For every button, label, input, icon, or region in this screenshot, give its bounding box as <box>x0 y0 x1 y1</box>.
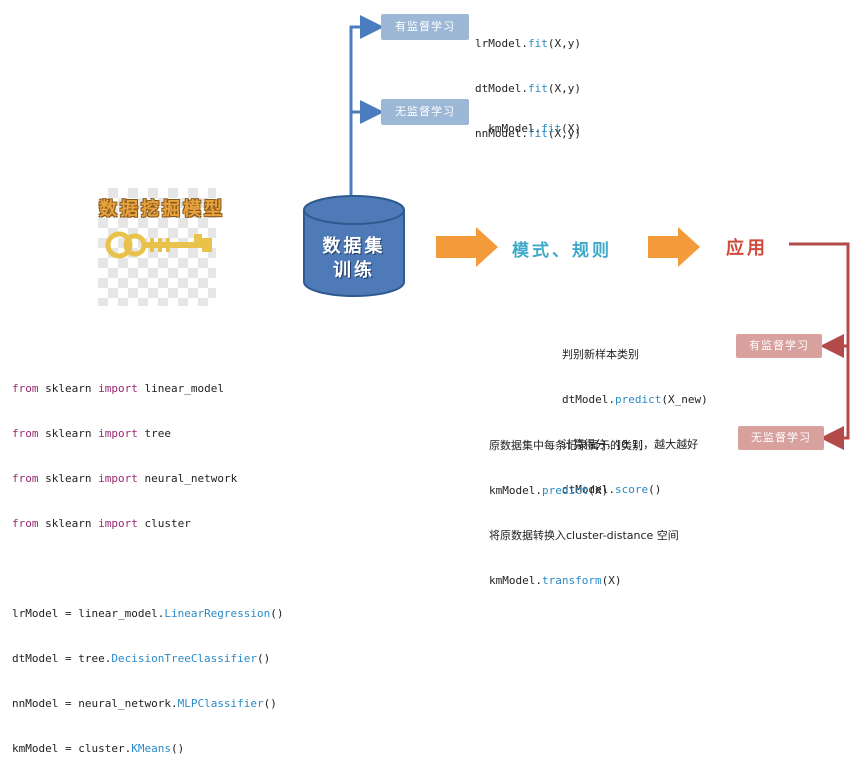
top-supervised-tag: 有监督学习 <box>381 14 469 40</box>
logo-title: 数据挖掘模型 <box>99 199 225 220</box>
red-connector-bottom <box>820 346 850 450</box>
pattern-rule-label: 模式、规则 <box>512 241 612 261</box>
import-line: from sklearn import neural_network <box>12 472 238 485</box>
apply-label: 应用 <box>726 238 768 259</box>
code-line: kmModel.predict(X) <box>489 484 609 497</box>
code-line: kmModel.transform(X) <box>489 574 622 587</box>
assign-line: lrModel = linear_model.LinearRegression(… <box>12 607 284 620</box>
assign-line: nnModel = neural_network.MLPClassifier() <box>12 697 277 710</box>
cylinder-label-line2: 训练 <box>333 260 375 281</box>
import-line: from sklearn import tree <box>12 427 171 440</box>
import-line: from sklearn import linear_model <box>12 382 224 395</box>
import-line: from sklearn import cluster <box>12 517 191 530</box>
red-connector-top <box>789 242 850 358</box>
note-line: 判别新样本类别 <box>562 348 639 361</box>
connector-layer <box>303 15 850 450</box>
assign-line: dtModel = tree.DecisionTreeClassifier() <box>12 652 271 665</box>
orange-arrow-2 <box>648 227 700 267</box>
note-line: 将原数据转换入cluster-distance 空间 <box>489 529 679 542</box>
sklearn-code-block: from sklearn import linear_model from sk… <box>12 351 284 771</box>
code-line: dtModel.fit(X,y) <box>475 82 581 95</box>
cylinder-label-line1: 数据集 <box>322 236 386 257</box>
orange-arrow-1 <box>436 227 498 267</box>
blue-connector-top <box>349 15 384 198</box>
note-line: 原数据集中每条记录属于的类别 <box>489 439 643 452</box>
dataset-cylinder <box>303 195 405 297</box>
bottom-unsupervised-notes: 原数据集中每条记录属于的类别 kmModel.predict(X) 将原数据转换… <box>489 408 679 603</box>
top-unsupervised-code: kmModel.fit(X) <box>488 122 581 135</box>
assign-line: kmModel = cluster.KMeans() <box>12 742 185 755</box>
note-line: 计算得分，[0,1]，越大越好 <box>562 438 699 451</box>
key-icon <box>105 231 212 259</box>
top-unsupervised-tag: 无监督学习 <box>381 99 469 125</box>
bottom-supervised-tag: 有监督学习 <box>736 334 822 358</box>
code-line: dtModel.predict(X_new) <box>562 393 708 406</box>
top-supervised-code: lrModel.fit(X,y) dtModel.fit(X,y) nnMode… <box>475 6 581 156</box>
code-line: lrModel.fit(X,y) <box>475 37 581 50</box>
code-line: nnModel.fit(X,y) <box>475 127 581 140</box>
bottom-unsupervised-tag: 无监督学习 <box>738 426 824 450</box>
